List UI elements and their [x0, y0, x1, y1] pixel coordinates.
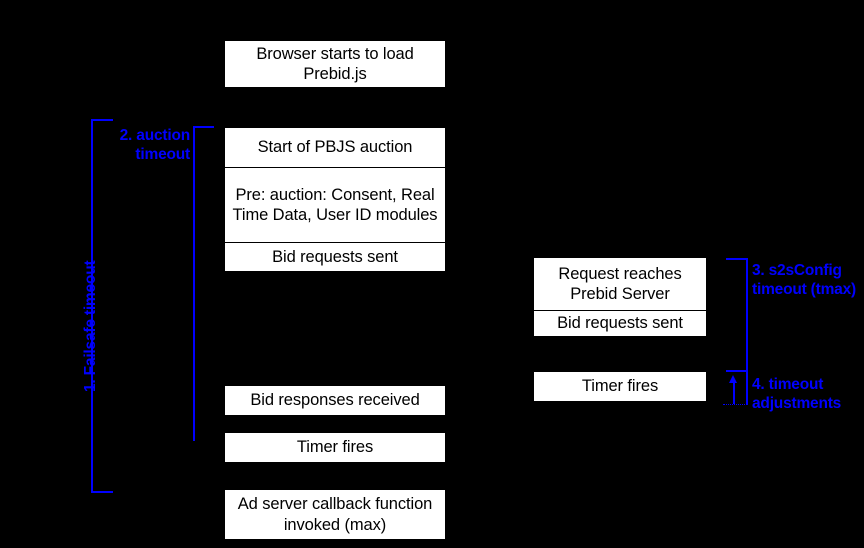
- annotation-timeout-adjustments-line1: 4. timeout: [752, 376, 824, 393]
- annotation-s2sconfig-timeout: 3. s2sConfig timeout (tmax): [752, 262, 864, 299]
- annotation-s2sconfig-timeout-line1: 3. s2sConfig: [752, 262, 842, 279]
- s2sconfig-bracket-bottom-tick: [726, 370, 748, 372]
- annotation-auction-timeout-line1: 2. auction: [119, 127, 191, 144]
- s2sconfig-bracket-top-tick: [726, 258, 748, 260]
- failsafe-bracket-top-tick: [91, 119, 113, 121]
- box-bid-responses-received: Bid responses received: [225, 386, 445, 415]
- timeout-adjustments-arrow-shaft: [733, 382, 735, 404]
- timeout-adjustments-bracket-spine: [746, 372, 748, 405]
- box-server-bid-requests-sent: Bid requests sent: [534, 310, 706, 336]
- auction-timeout-bracket-top-tick: [193, 126, 214, 128]
- annotation-timeout-adjustments-line2: adjustments: [752, 394, 842, 412]
- box-timer-fires-server: Timer fires: [534, 372, 706, 401]
- annotation-auction-timeout-line2: timeout: [135, 145, 190, 163]
- timeout-adjustments-baseline: [723, 404, 747, 405]
- box-browser-load: Browser starts to load Prebid.js: [225, 41, 445, 87]
- annotation-s2sconfig-timeout-line2: timeout (tmax): [752, 280, 856, 298]
- annotation-failsafe-timeout: 1. Failsafe timeout: [82, 260, 99, 392]
- box-auction-start: Start of PBJS auction: [225, 128, 445, 167]
- box-ad-server-callback: Ad server callback function invoked (max…: [225, 490, 445, 539]
- timeout-adjustments-arrow-head: [729, 375, 737, 383]
- box-pre-auction: Pre: auction: Consent, Real Time Data, U…: [225, 167, 445, 242]
- annotation-auction-timeout: 2. auction timeout: [96, 127, 191, 164]
- auction-timeout-bracket-spine: [193, 126, 195, 441]
- failsafe-bracket-bottom-tick: [91, 491, 113, 493]
- s2sconfig-bracket-spine: [746, 258, 748, 371]
- annotation-timeout-adjustments: 4. timeout adjustments: [752, 376, 864, 413]
- failsafe-bracket-spine: [91, 119, 93, 493]
- box-timer-fires-client: Timer fires: [225, 433, 445, 462]
- box-request-reaches-server: Request reaches Prebid Server: [534, 258, 706, 310]
- box-bid-requests-sent: Bid requests sent: [225, 242, 445, 271]
